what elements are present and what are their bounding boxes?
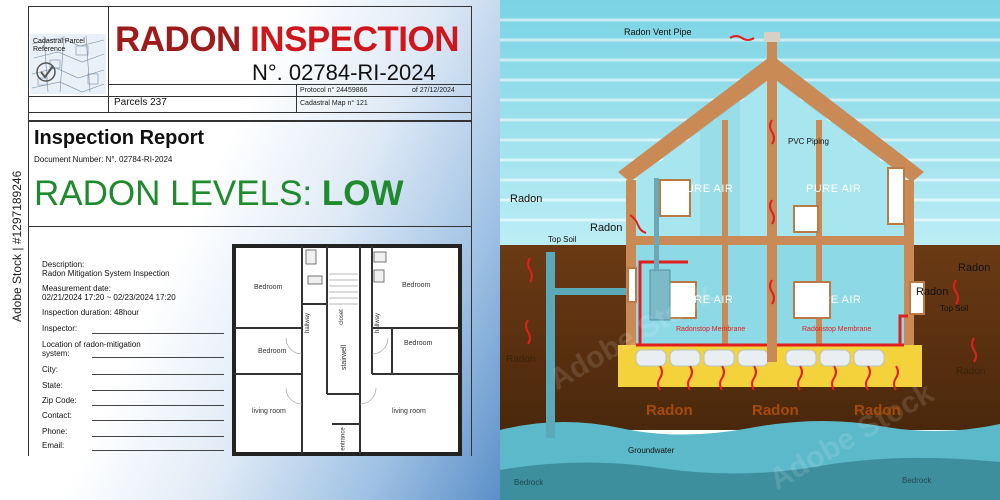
membrane-label-left: Radonstop Membrane xyxy=(676,326,746,333)
inspector-field: Inspector: xyxy=(42,324,78,333)
pvc-piping-label: PVC Piping xyxy=(788,137,829,146)
room-hallway-2: hallway xyxy=(375,312,382,334)
title-word-inspection: INSPECTION xyxy=(250,20,459,59)
room-stairwell: stairwell xyxy=(341,344,349,371)
cadastral-parcel-box xyxy=(30,34,106,94)
floor-plan: Bedroom Bedroom Bedroom Bedroom living r… xyxy=(232,244,462,456)
room-bedroom-1: Bedroom xyxy=(254,284,283,291)
cadastral-map-text: Cadastral Map n° 121 xyxy=(300,100,368,107)
measurement-value: 02/21/2024 17:20 ~ 02/23/2024 17:20 xyxy=(42,293,176,302)
levels-label: RADON LEVELS: xyxy=(34,174,313,213)
levels-value: LOW xyxy=(321,174,404,213)
cadastral-label: Cadastral Parcel Reference xyxy=(33,38,85,53)
radon-foundation-2: Radon xyxy=(752,402,799,419)
room-bedroom-4: Bedroom xyxy=(404,340,433,347)
inspection-document: Adobe Stock | #1297189246 Cadastral Parc… xyxy=(0,0,500,500)
location-field: Location of radon-mitigation system: xyxy=(42,340,141,358)
radon-label-soil-left: Radon xyxy=(506,354,536,365)
radon-levels: RADON LEVELS: LOW xyxy=(34,174,404,214)
room-bedroom-3: Bedroom xyxy=(402,282,431,289)
bedrock-label-right: Bedrock xyxy=(902,476,932,485)
radon-foundation-1: Radon xyxy=(646,402,693,419)
protocol-text: Protocol n° 24459866 xyxy=(300,87,368,94)
radon-diagram: Adobe Stock Adobe Stock Radon Vent Pipe … xyxy=(500,0,1000,500)
parcels-text: Parcels 237 xyxy=(114,97,167,108)
top-soil-label-left: Top Soil xyxy=(548,235,577,244)
state-field: State: xyxy=(42,381,63,390)
pure-air-attic-left: PURE AIR xyxy=(678,183,734,195)
room-bedroom-2: Bedroom xyxy=(258,348,287,355)
duration-text: Inspection duration: 48hour xyxy=(42,308,139,317)
radon-label-house: Radon xyxy=(590,222,623,234)
city-field: City: xyxy=(42,365,58,374)
room-living-2: living room xyxy=(392,408,426,415)
membrane-label-right: Radonstop Membrane xyxy=(802,326,872,333)
vent-pipe-label: Radon Vent Pipe xyxy=(624,27,692,37)
measurement-label: Measurement date: xyxy=(42,284,111,293)
bedrock-label-left: Bedrock xyxy=(514,478,544,487)
pure-air-ground-right: PURE AIR xyxy=(806,294,862,306)
zip-field: Zip Code: xyxy=(42,396,77,405)
pure-air-attic-right: PURE AIR xyxy=(806,183,862,195)
cadastral-map-icon xyxy=(31,35,105,93)
radon-label-soil-right: Radon xyxy=(956,366,986,377)
radon-label-right-2: Radon xyxy=(916,286,949,298)
top-soil-label-right: Top Soil xyxy=(940,304,969,313)
house-cross-section xyxy=(500,0,1000,500)
report-title: Inspection Report xyxy=(34,127,205,149)
contact-field: Contact: xyxy=(42,411,72,420)
room-hallway-1: hallway xyxy=(305,312,312,334)
side-watermark: Adobe Stock | #1297189246 xyxy=(10,170,24,322)
pure-air-ground-left: PURE AIR xyxy=(678,294,734,306)
room-closet: closet xyxy=(338,309,345,325)
floor-plan-drawing xyxy=(232,244,462,456)
email-field: Email: xyxy=(42,441,65,450)
page-title: RADON INSPECTION xyxy=(115,20,459,60)
description-value: Radon Mitigation System Inspection xyxy=(42,269,170,278)
radon-foundation-3: Radon xyxy=(854,402,901,419)
description-label: Description: xyxy=(42,260,85,269)
groundwater-label: Groundwater xyxy=(628,446,675,455)
radon-label-right-1: Radon xyxy=(958,262,991,274)
room-entrance: entrance xyxy=(340,427,347,451)
inspection-number: N°. 02784-RI-2024 xyxy=(252,60,436,85)
protocol-date: of 27/12/2024 xyxy=(412,87,455,94)
title-word-radon: RADON xyxy=(115,20,241,59)
radon-label-left: Radon xyxy=(510,193,543,205)
room-living-1: living room xyxy=(252,408,286,415)
phone-field: Phone: xyxy=(42,427,68,436)
document-number: Document Number: N°. 02784-RI-2024 xyxy=(34,155,173,164)
